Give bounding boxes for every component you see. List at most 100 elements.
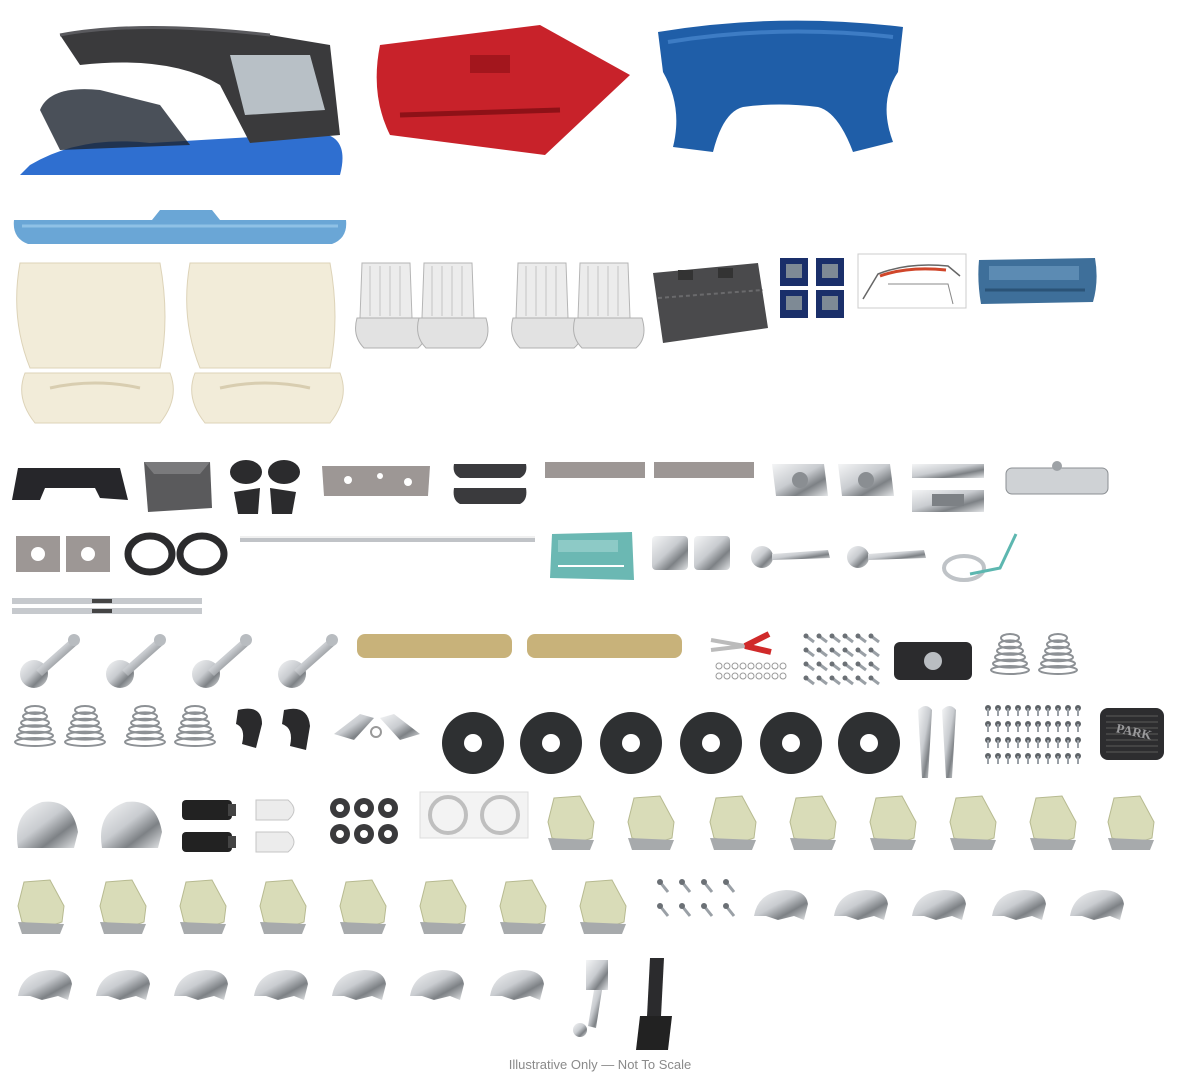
seat-clips: [624, 792, 680, 852]
caption: Illustrative Only — Not To Scale: [508, 1057, 692, 1072]
door-panel-icon: [548, 530, 636, 582]
window-crank-icon: [186, 630, 256, 690]
window-crank-icon: [272, 630, 342, 690]
chrome-ashtray: [648, 530, 736, 578]
chrome-clip-icon: [750, 886, 812, 924]
seat-clips: [576, 876, 632, 936]
seat-clip-icon: [946, 792, 1002, 852]
white-plugs: [252, 796, 302, 860]
rubber-seals: [124, 530, 230, 576]
convertible-top-photo: [20, 15, 343, 175]
pliers-and-clips: [705, 631, 795, 684]
chrome-clips: [486, 966, 548, 1004]
seat-clips: [416, 876, 472, 936]
seat-belts-icon: [778, 256, 852, 322]
latch-icon: [908, 460, 988, 516]
seat-clips: [336, 876, 392, 936]
chrome-clip-icon: [988, 886, 1050, 924]
seat-clip-icon: [866, 792, 922, 852]
seals-icon: [124, 530, 230, 576]
chrome-clip-icon: [14, 966, 76, 1004]
window-crank-icon: [14, 630, 84, 690]
spring-icon: [1036, 632, 1080, 676]
seat-springs: [12, 704, 58, 748]
blue-door-panel: [975, 256, 1100, 306]
glove-box-icon: [140, 458, 215, 516]
chrome-clips: [250, 966, 312, 1004]
sill-plates-icon: [12, 598, 202, 616]
seat-clip-icon: [1026, 792, 1082, 852]
chrome-clips: [1066, 886, 1128, 924]
seat-clip-icon: [576, 876, 632, 936]
gas-pedal-icon: [620, 956, 682, 1052]
chrome-trim-loop: [940, 530, 1020, 584]
seat-clip-icon: [14, 876, 70, 936]
firewall-pad: [318, 460, 434, 502]
screws-icon: [798, 630, 883, 690]
chrome-clips: [170, 966, 232, 1004]
bucket-seat-covers-a: [352, 258, 502, 358]
foam-donut-icon: [598, 710, 664, 776]
seat-springs: [122, 704, 168, 748]
pedal-bracket: [566, 956, 618, 1040]
chrome-clip-icon: [486, 966, 548, 1004]
screw-kit: [650, 874, 740, 924]
weatherstrip-diagram: [857, 253, 967, 309]
glove-box-liner: [140, 458, 215, 516]
grommets: [328, 794, 404, 848]
visor-pad: [12, 208, 348, 246]
clear-cups: [418, 790, 530, 840]
foam-door-seals: [836, 710, 902, 776]
seat-clip-icon: [336, 876, 392, 936]
firewall-pad-icon: [318, 460, 434, 502]
seat-clip-icon: [416, 876, 472, 936]
window-cranks: [186, 630, 256, 690]
convertible-top-icon: [20, 15, 343, 175]
armrest-icon: [355, 632, 685, 660]
teal-door-panel: [548, 530, 636, 582]
seat-covers-icon: [352, 258, 502, 358]
seat-clip-icon: [786, 792, 842, 852]
rod-icon: [240, 534, 535, 544]
floor-insulation: [648, 258, 773, 348]
door-lock-housings: [768, 460, 898, 500]
kick-panel-pieces: [228, 456, 303, 518]
chrome-clips: [92, 966, 154, 1004]
door-lock-knobs: [912, 702, 964, 782]
seat-clip-icon: [706, 792, 762, 852]
chrome-clip-icon: [170, 966, 232, 1004]
diagram-icon: [857, 253, 967, 309]
red-carpet: [370, 15, 630, 170]
seat-clips: [946, 792, 1002, 852]
blue-top-boot: [648, 12, 913, 162]
chrome-clip-icon: [328, 966, 390, 1004]
chrome-clips: [830, 886, 892, 924]
gold-armrest-pads: [355, 632, 685, 660]
seat-foam-icon: [180, 258, 350, 428]
foam-door-seals: [598, 710, 664, 776]
seat-clip-icon: [256, 876, 312, 936]
seat-springs: [172, 704, 218, 748]
seat-springs: [62, 704, 108, 748]
black-crank-covers: [232, 704, 318, 754]
seat-clips: [14, 876, 70, 936]
spring-icon: [62, 704, 108, 748]
glove-box-door-lock: [892, 640, 974, 682]
foam-donut-icon: [836, 710, 902, 776]
felt-strip-1: [545, 462, 645, 478]
window-cranks: [100, 630, 170, 690]
visor-icon: [12, 208, 348, 246]
lock-knob-icon: [912, 702, 964, 782]
chrome-clip-icon: [92, 966, 154, 1004]
seat-clip-icon: [496, 876, 552, 936]
carpet-icon: [370, 15, 630, 170]
chrome-clips: [14, 966, 76, 1004]
seat-clips: [786, 792, 842, 852]
bracket-icon: [566, 956, 618, 1040]
chrome-clip-icon: [830, 886, 892, 924]
seat-springs: [1036, 632, 1080, 676]
seat-covers-icon: [508, 258, 658, 358]
felt-strip-icon: [654, 462, 754, 478]
chrome-cap-icon: [12, 792, 172, 854]
foam-donut-icon: [678, 710, 744, 776]
